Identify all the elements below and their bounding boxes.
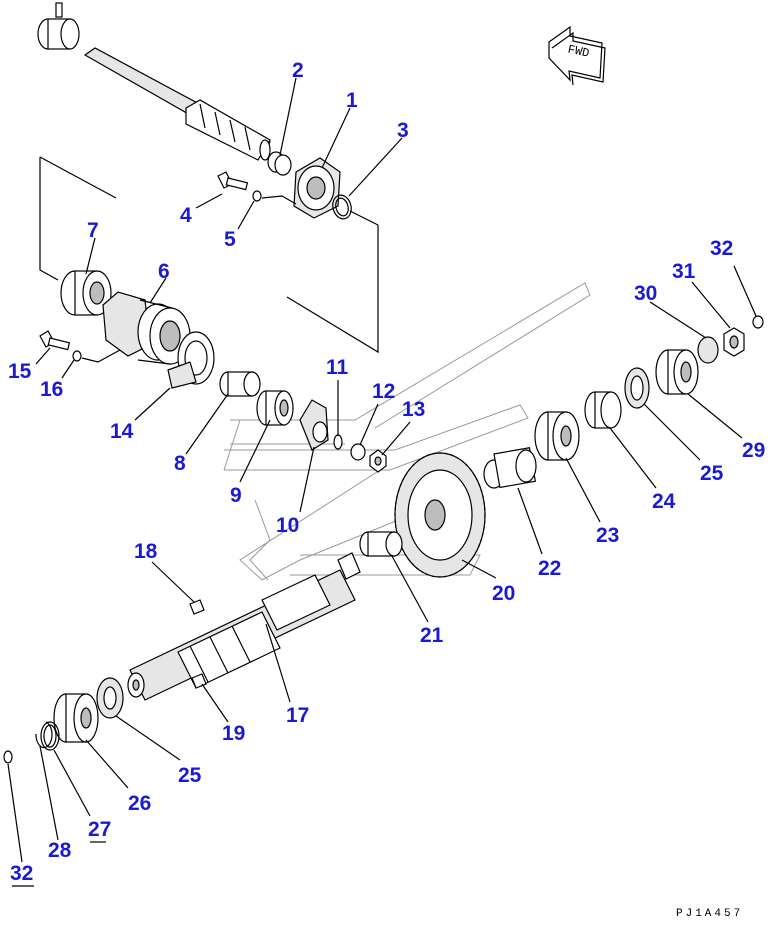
callout-18: 18 bbox=[134, 540, 158, 563]
callout-14: 14 bbox=[110, 420, 134, 443]
callout-32-upper: 32 bbox=[710, 237, 733, 260]
callout-7: 7 bbox=[87, 219, 99, 242]
bracket-line-left bbox=[39, 157, 59, 281]
callout-24: 24 bbox=[652, 490, 676, 513]
lock-plate-part-30 bbox=[697, 336, 719, 364]
callout-30: 30 bbox=[634, 282, 657, 305]
callout-3: 3 bbox=[397, 119, 409, 142]
bevel-gear-part-20 bbox=[394, 452, 486, 578]
callout-25-lower: 25 bbox=[178, 764, 202, 787]
nut-part-13 bbox=[369, 449, 387, 473]
key-part-18 bbox=[189, 599, 205, 615]
sleeve-part-22 bbox=[483, 447, 537, 489]
callout-labels: 2 1 3 4 5 7 6 15 16 14 8 9 10 11 12 13 2… bbox=[8, 59, 765, 887]
callout-15: 15 bbox=[8, 360, 32, 383]
callout-25-upper: 25 bbox=[700, 462, 724, 485]
leader-lines bbox=[7, 77, 757, 863]
output-shaft-part-17 bbox=[127, 552, 361, 701]
snap-ring-part-28 bbox=[35, 721, 53, 749]
washer-part-16 bbox=[72, 350, 82, 362]
bolt-part-4 bbox=[217, 171, 249, 191]
bearing-part-9 bbox=[256, 390, 294, 426]
callout-26: 26 bbox=[128, 792, 151, 815]
callout-13: 13 bbox=[402, 398, 425, 421]
callout-20: 20 bbox=[492, 582, 515, 605]
bearing-part-26 bbox=[53, 693, 99, 743]
collar-part-8 bbox=[219, 371, 261, 397]
callout-31: 31 bbox=[672, 260, 696, 283]
callout-2: 2 bbox=[292, 59, 304, 82]
callout-28: 28 bbox=[48, 839, 72, 862]
nut-part-31 bbox=[723, 327, 745, 357]
bolt-part-15 bbox=[39, 330, 71, 351]
fwd-label: FWD bbox=[566, 43, 590, 61]
snap-ring-part-32-upper bbox=[752, 315, 764, 329]
housing-part-6 bbox=[102, 291, 191, 365]
callout-1: 1 bbox=[346, 89, 358, 112]
callout-9: 9 bbox=[230, 484, 242, 507]
bearing-part-23 bbox=[534, 411, 580, 461]
callout-4: 4 bbox=[180, 204, 192, 227]
bushing-part-21 bbox=[359, 531, 403, 557]
callout-11: 11 bbox=[326, 356, 349, 379]
bearing-part-29 bbox=[655, 349, 699, 395]
input-shaft bbox=[37, 2, 271, 161]
sleeve-part-2 bbox=[267, 151, 292, 176]
bearing-cage-part-1 bbox=[293, 157, 341, 219]
fwd-arrow-icon: FWD bbox=[548, 25, 606, 86]
callout-10: 10 bbox=[276, 514, 299, 537]
bearing-part-7 bbox=[60, 270, 112, 316]
washer-part-5 bbox=[252, 190, 262, 202]
snap-ring-part-32-lower bbox=[3, 750, 13, 764]
callout-8: 8 bbox=[174, 452, 186, 475]
callout-27: 27 bbox=[88, 818, 111, 841]
callout-5: 5 bbox=[224, 228, 236, 251]
callout-17: 17 bbox=[286, 704, 309, 727]
washer-part-11 bbox=[333, 434, 343, 450]
callout-22: 22 bbox=[538, 557, 561, 580]
callout-12: 12 bbox=[372, 380, 395, 403]
drawing-code: PJ1A457 bbox=[676, 908, 743, 920]
retainer-part-25-lower bbox=[96, 677, 124, 719]
callout-23: 23 bbox=[596, 524, 619, 547]
bearing-cup-part-24 bbox=[584, 391, 622, 429]
callout-21: 21 bbox=[420, 624, 444, 647]
pinion-part-10 bbox=[299, 399, 329, 451]
callout-19: 19 bbox=[222, 722, 245, 745]
callout-6: 6 bbox=[158, 260, 170, 283]
callout-32-lower: 32 bbox=[10, 862, 33, 885]
lockwasher-part-12 bbox=[350, 443, 366, 461]
callout-29: 29 bbox=[742, 439, 765, 462]
retainer-part-25-upper bbox=[624, 367, 650, 409]
callout-16: 16 bbox=[40, 378, 63, 401]
o-ring-part-3 bbox=[332, 194, 352, 220]
shim-part-14 bbox=[167, 331, 215, 389]
